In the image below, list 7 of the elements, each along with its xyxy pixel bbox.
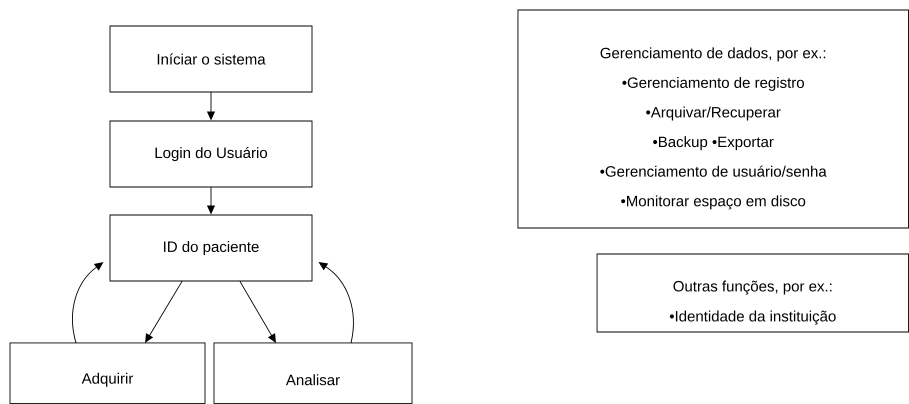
text-box: Gerenciamento de dados, por ex.: •Gerenciamento de registro •Arquivar/Recuperar •Backup •Exportar •Gerenciamento de usuário/senha •Monitorar espaço em disco — [518, 10, 909, 228]
text-box: Outras funções, por ex.: •Identidade da instituição — [596, 254, 909, 332]
process-box: Adquirir — [10, 342, 206, 404]
process-box: Iníciar o sistema — [110, 26, 312, 92]
process-box: ID do paciente — [110, 214, 312, 282]
process-box: Analisar — [214, 342, 412, 404]
process-box: Login do Usuário — [110, 120, 312, 188]
